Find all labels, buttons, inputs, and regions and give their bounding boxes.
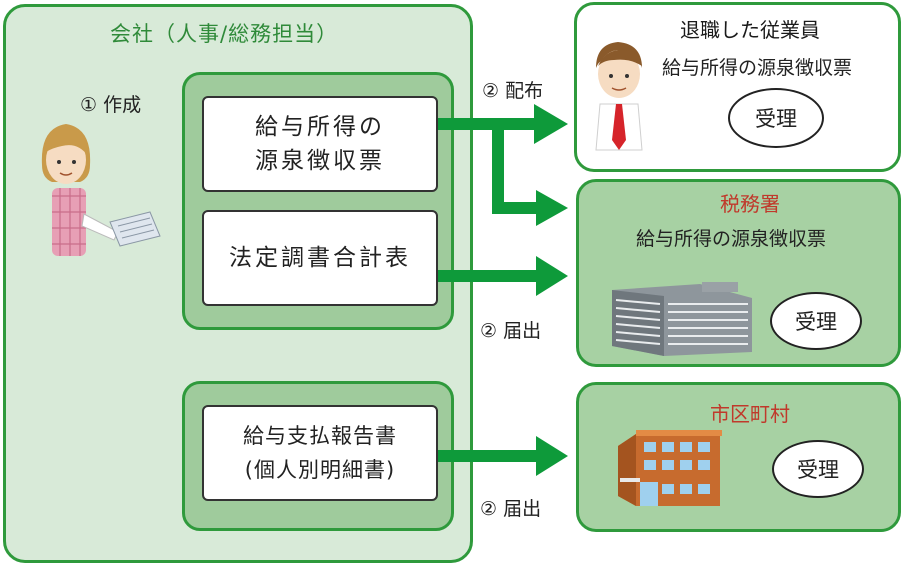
employee-title: 退職した従業員 xyxy=(680,18,820,42)
doc-withholding-slip: 給与所得の 源泉徴収票 xyxy=(202,96,438,192)
arrow-to-municipality xyxy=(438,436,568,476)
employee-document: 給与所得の源泉徴収票 xyxy=(662,57,853,79)
doc-salary-report: 給与支払報告書 (個人別明細書) xyxy=(202,405,438,501)
tax-office-document: 給与所得の源泉徴収票 xyxy=(636,228,827,250)
tax-office-building-icon xyxy=(612,282,752,356)
arrow-to-tax-office xyxy=(438,256,568,296)
step-create-label: ① 作成 xyxy=(80,94,142,116)
step-submit-city-label: ② 届出 xyxy=(480,498,542,520)
doc-statutory-summary: 法定調書合計表 xyxy=(202,210,438,306)
arrow-to-employee-and-tax xyxy=(438,104,568,226)
step-submit-tax-label: ② 届出 xyxy=(480,320,542,342)
employee-man-icon xyxy=(595,42,643,151)
municipality-title: 市区町村 xyxy=(710,402,790,426)
employee-received-badge: 受理 xyxy=(728,88,824,148)
clerk-woman-icon xyxy=(41,124,161,256)
tax-office-received-badge: 受理 xyxy=(770,292,862,350)
municipality-received-badge: 受理 xyxy=(772,440,864,498)
step-distribute-label: ② 配布 xyxy=(482,80,544,102)
city-hall-building-icon xyxy=(618,430,722,506)
tax-office-title: 税務署 xyxy=(720,192,780,216)
company-title: 会社（人事/総務担当） xyxy=(110,22,339,46)
